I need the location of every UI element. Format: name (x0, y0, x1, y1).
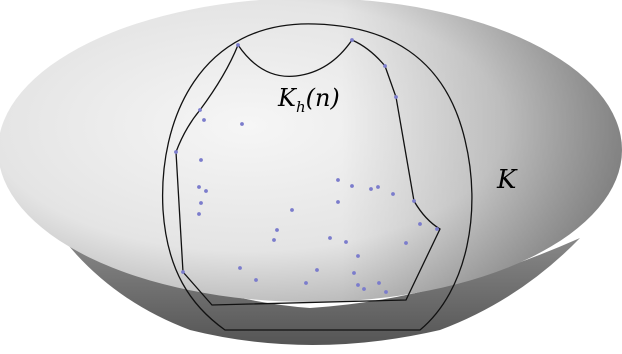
sample-point (356, 283, 360, 287)
sample-point (356, 254, 360, 258)
sample-point (350, 38, 354, 42)
sample-point (197, 212, 201, 216)
sample-point (202, 118, 206, 122)
sample-point (352, 271, 356, 275)
surface-shade (0, 0, 622, 302)
inner-body-label-main: K (277, 84, 298, 112)
sample-point (336, 178, 340, 182)
surface-lower-bowl (60, 235, 580, 345)
sample-point (383, 64, 387, 68)
sample-point (418, 222, 422, 226)
sample-point (350, 184, 354, 188)
sample-point (204, 189, 208, 193)
sample-point (369, 187, 373, 191)
sample-point (412, 199, 416, 203)
outer-body-label: K (496, 165, 518, 195)
inner-body-Kh-outline (175, 39, 441, 306)
sample-point (254, 278, 258, 282)
sample-point (377, 281, 381, 285)
sample-point (198, 108, 202, 112)
inner-body-label: Kh(n) (277, 84, 340, 116)
sample-point (290, 208, 294, 212)
sample-points (174, 38, 439, 294)
sample-point (376, 185, 380, 189)
sample-point (174, 150, 178, 154)
sample-point (404, 241, 408, 245)
sample-point (435, 227, 439, 231)
sample-point (328, 236, 332, 240)
inner-body-label-subscript: h (296, 98, 306, 116)
sample-point (336, 200, 340, 204)
sample-point (240, 122, 244, 126)
inner-body-label-argument: (n) (306, 84, 340, 112)
sample-point (391, 192, 395, 196)
sample-point (362, 287, 366, 291)
outer-body-K-outline (161, 23, 473, 331)
sample-point (181, 270, 185, 274)
sample-point (197, 185, 201, 189)
sample-point (384, 290, 388, 294)
sample-point (199, 201, 203, 205)
sample-point (236, 43, 240, 47)
sample-point (199, 158, 203, 162)
sample-point (238, 266, 242, 270)
surface (0, 0, 622, 345)
sample-point (304, 281, 308, 285)
sample-point (272, 238, 276, 242)
sample-point (344, 240, 348, 244)
sample-point (315, 268, 319, 272)
sample-point (275, 228, 279, 232)
sample-point (394, 95, 398, 99)
